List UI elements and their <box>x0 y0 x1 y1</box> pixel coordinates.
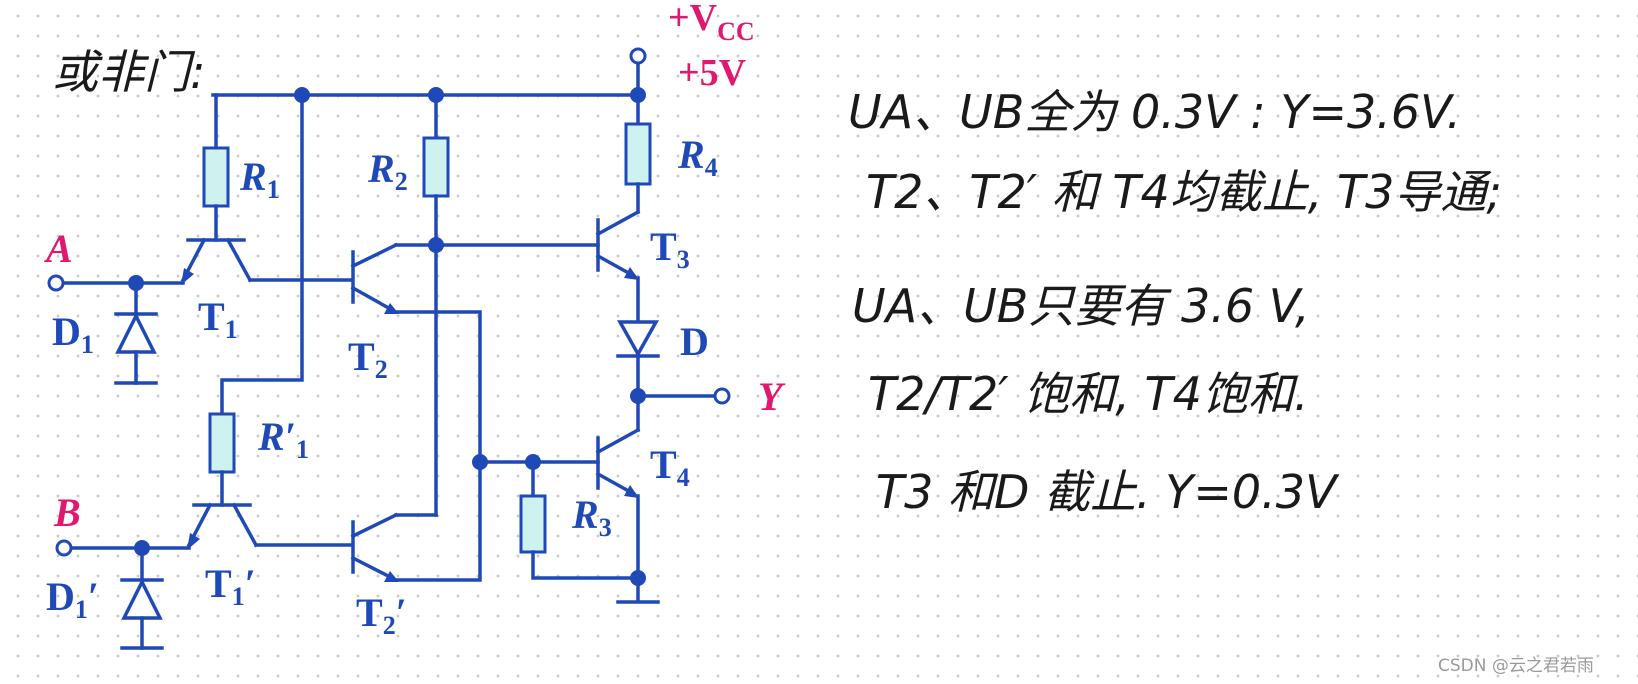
r3-label: R3 <box>571 492 612 542</box>
r2-label: R2 <box>367 146 408 196</box>
t4-transistor <box>472 427 641 602</box>
r1-prime-label: R′1 <box>257 414 309 464</box>
r1-resistor <box>202 93 230 242</box>
output-node <box>630 387 731 405</box>
t1-prime-transistor <box>55 502 352 557</box>
d1-prime-diode <box>120 546 164 650</box>
d-diode <box>616 320 660 432</box>
t2-label: T2 <box>348 334 388 384</box>
note-line-2: T2、T2′ 和 T4均截止, T3导通; <box>866 165 1502 219</box>
r1-prime-resistor <box>208 93 304 507</box>
watermark: CSDN @云之君若雨 <box>1438 656 1594 676</box>
t4-label: T4 <box>650 442 690 492</box>
r4-resistor <box>624 122 652 214</box>
t1-prime-label: T1′ <box>205 561 256 611</box>
supply-rail <box>211 47 647 126</box>
r4-label: R4 <box>677 132 718 182</box>
handwritten-notes: UA、UB全为 0.3V : Y=3.6V. T2、T2′ 和 T4均截止, T… <box>848 85 1502 519</box>
t2-transistor <box>350 242 482 464</box>
t3-transistor <box>434 209 641 324</box>
t2-prime-label: T2′ <box>356 590 407 640</box>
r3-resistor <box>519 460 660 604</box>
r2-resistor <box>422 93 450 517</box>
d-label: D <box>680 319 709 364</box>
d1-diode <box>114 281 158 385</box>
d1-label: D1 <box>52 309 94 359</box>
t3-label: T3 <box>650 224 690 274</box>
input-b-label: B <box>53 490 81 535</box>
handwritten-title: 或非门: <box>52 45 206 99</box>
t1-label: T1 <box>198 294 238 344</box>
output-y-label: Y <box>758 374 786 419</box>
d1-prime-label: D1′ <box>46 574 99 624</box>
note-line-3: UA、UB只要有 3.6 V, <box>852 279 1310 333</box>
input-a-label: A <box>43 226 73 271</box>
vcc-label: +VCC <box>668 0 755 46</box>
t1-transistor <box>47 237 352 292</box>
note-line-4: T2/T2′ 饱和, T4饱和. <box>868 367 1309 421</box>
t2-prime-transistor <box>350 460 482 582</box>
r1-label: R1 <box>239 154 280 204</box>
note-line-5: T3 和D 截止. Y=0.3V <box>876 465 1340 519</box>
note-line-1: UA、UB全为 0.3V : Y=3.6V. <box>848 85 1461 139</box>
supply-voltage: +5V <box>678 52 747 94</box>
